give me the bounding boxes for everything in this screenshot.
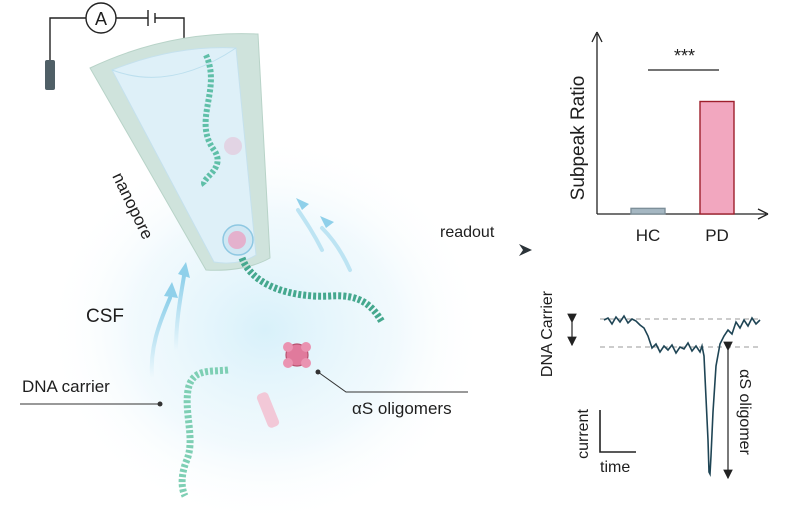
oligomer-inside-pore [224, 137, 242, 155]
significance-stars: *** [674, 46, 695, 66]
flow-arrowhead-4 [296, 198, 309, 210]
readout-arrowhead [519, 244, 532, 256]
csf-glow [45, 135, 485, 525]
ammeter-icon [85, 2, 117, 34]
oligomer-leader [317, 371, 468, 393]
flow-arrowhead-1 [164, 282, 178, 298]
ammeter-label: A [95, 9, 107, 29]
current-trace [603, 314, 761, 478]
oligomer-icon [283, 342, 311, 368]
oligomer-level-label: αS oligomer [736, 369, 753, 455]
readout-label: readout [440, 224, 495, 241]
monomer-icon [256, 392, 280, 428]
x-axis-arrow [757, 208, 769, 220]
category-label-pd: PD [705, 226, 729, 245]
scale-time-label: time [600, 459, 630, 476]
current-trace-panel: DNA Carrier αS oligomer current time [539, 290, 762, 480]
scale-bar [599, 410, 636, 453]
dna-translocating [238, 256, 386, 324]
flow-arrowhead-2 [178, 262, 190, 278]
y-axis-arrow [591, 31, 603, 43]
csf-flow-arrows [149, 208, 352, 380]
oligomer-leader-dot [315, 369, 321, 375]
bar-hc [630, 207, 666, 215]
oligomers-label: αS oligomers [352, 399, 452, 418]
subpeak-ratio-chart: Subpeak Ratio HC PD *** [568, 31, 769, 245]
csf-label: CSF [86, 306, 124, 327]
dna-carrier-leader-dot [157, 401, 163, 407]
dna-carrier-label: DNA carrier [22, 377, 110, 396]
flow-arrowhead-3 [320, 216, 334, 228]
nanopore-pipette [89, 33, 271, 271]
scale-current-label: current [575, 409, 592, 459]
category-label-hc: HC [636, 226, 661, 245]
bar-pd [699, 100, 735, 215]
dna-carrier-strand [178, 366, 229, 498]
dna-carrier-level-label: DNA Carrier [539, 290, 556, 377]
dna-inside-pore [201, 53, 221, 189]
tip-oligomer-icon [228, 231, 246, 249]
y-axis-label: Subpeak Ratio [568, 76, 589, 201]
electrode-left [45, 60, 55, 90]
